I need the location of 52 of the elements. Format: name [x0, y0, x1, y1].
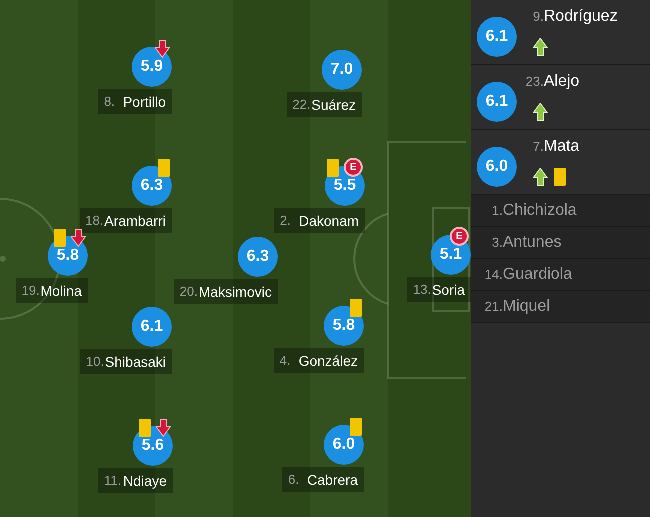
- player-name: Rodríguez: [544, 8, 618, 26]
- bench-player-row: [471, 227, 650, 259]
- rating-circle: 6.0: [324, 425, 364, 465]
- shirt-number: 1.: [491, 203, 503, 218]
- rating-circle: 5.8: [324, 306, 364, 346]
- rating-circle: 6.3: [132, 166, 172, 206]
- shirt-number: 18.: [86, 213, 104, 228]
- shirt-number: 8.: [104, 94, 116, 109]
- player-name: Soria: [432, 282, 465, 298]
- shirt-number: 19.: [22, 283, 41, 298]
- shirt-number: 21.: [484, 299, 503, 314]
- player-name: Portillo: [123, 94, 166, 110]
- player-name: Molina: [40, 282, 82, 298]
- shirt-number: 6.: [288, 472, 300, 487]
- rating-circle: 6.3: [238, 237, 278, 277]
- player-name: Antunes: [503, 234, 562, 252]
- player-name: Arambarri: [104, 212, 166, 228]
- player-name: Ndiaye: [123, 472, 167, 488]
- shirt-number: 13.: [413, 282, 432, 297]
- player-name: Suárez: [312, 96, 356, 112]
- rating-circle: 5.9: [132, 47, 172, 87]
- bench-player-row: [471, 195, 650, 227]
- player-name: Guardiola: [503, 266, 572, 284]
- error-marker: E: [450, 227, 469, 246]
- player-name: González: [298, 352, 358, 368]
- player-name: Miquel: [503, 298, 550, 316]
- bench-player-row: [471, 259, 650, 291]
- player-name: Dakonam: [299, 212, 359, 228]
- rating-circle: 7.0: [322, 50, 362, 90]
- shirt-number: 20.: [180, 284, 199, 299]
- rating-circle: 6.1: [132, 307, 172, 347]
- shirt-number: 2.: [280, 213, 292, 228]
- rating-circle: 6.1: [477, 17, 517, 57]
- rating-circle: 6.0: [477, 147, 517, 187]
- shirt-number: 23.: [524, 74, 544, 89]
- shirt-number: 14.: [484, 267, 503, 282]
- shirt-number: 9.: [532, 9, 544, 24]
- player-name: Shibasaki: [105, 354, 166, 370]
- rating-circle: 6.1: [477, 82, 517, 122]
- player-name: Chichizola: [503, 202, 577, 220]
- player-name: Alejo: [544, 73, 580, 91]
- player-name: Cabrera: [307, 472, 358, 488]
- bench-player-row: [471, 291, 650, 323]
- shirt-number: 4.: [280, 353, 292, 368]
- shirt-number: 22.: [292, 97, 312, 112]
- shirt-number: 11.: [104, 473, 123, 488]
- player-name: Maksimovic: [198, 284, 272, 300]
- error-marker: E: [344, 158, 363, 177]
- shirt-number: 3.: [491, 235, 503, 250]
- shirt-number: 7.: [532, 139, 544, 154]
- shirt-number: 10.: [86, 354, 106, 369]
- player-name: Mata: [544, 138, 580, 156]
